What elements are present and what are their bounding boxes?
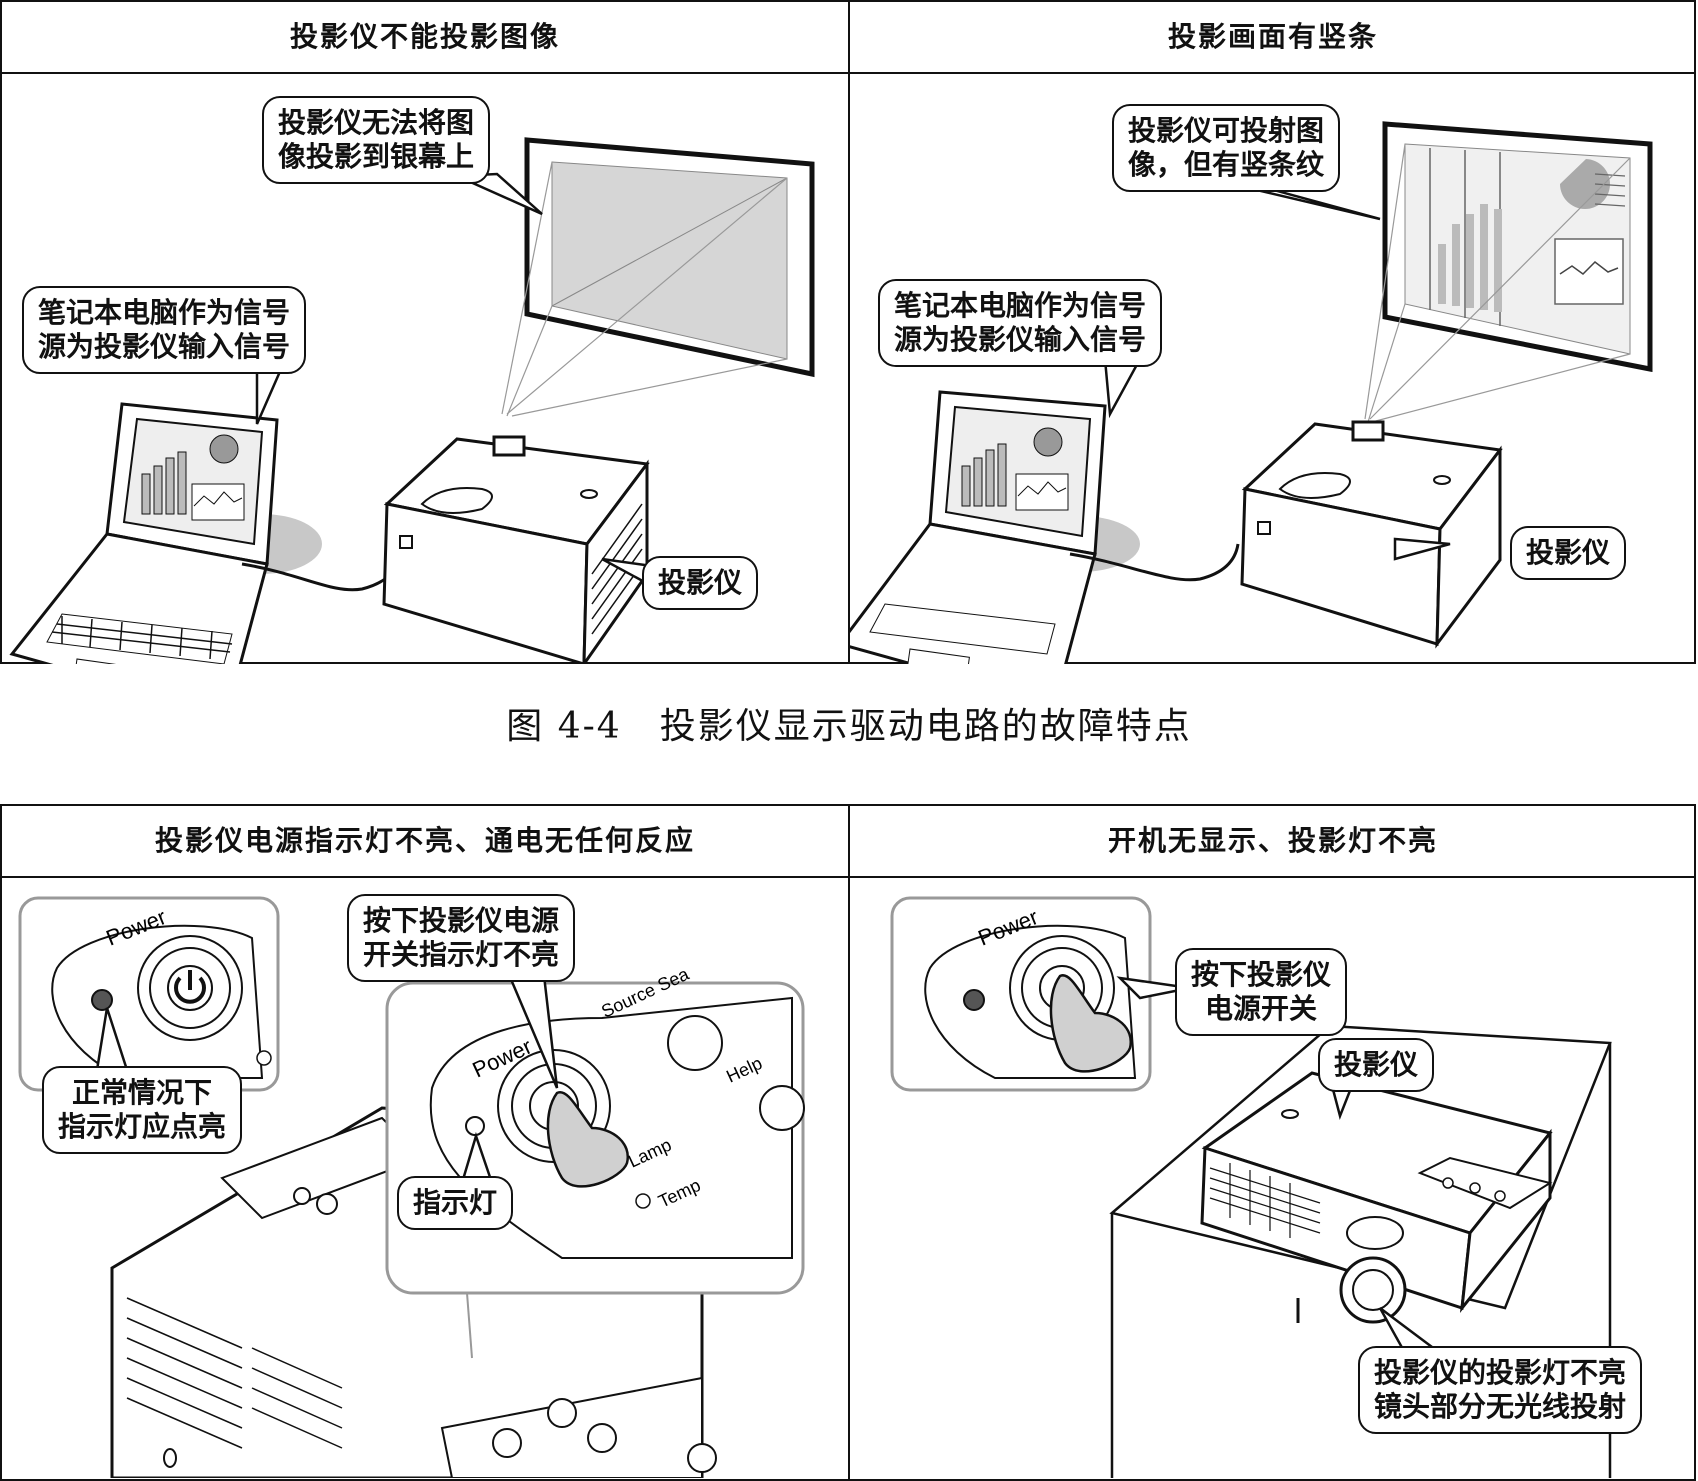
signal-cable-right — [1069, 543, 1240, 582]
striped-screen — [1382, 121, 1653, 373]
bubble-vertical-stripes: 投影仪可投射图 像，但有竖条纹 — [1112, 104, 1341, 192]
bubble-laptop-source-left: 笔记本电脑作为信号 源为投影仪输入信号 — [22, 286, 307, 374]
bottom-right-illustration: Power 按下投影仪 电源开关 投影仪 投影仪的投影灯不亮 镜头部分无光线投射 — [850, 878, 1696, 1479]
projection-rays — [501, 161, 788, 417]
bubble-lamp-off: 投影仪的投影灯不亮 镜头部分无光线投射 — [1358, 1346, 1643, 1434]
projector — [382, 435, 650, 664]
indicator-light-off — [465, 1116, 485, 1136]
power-indicator-drawing: Power Power Source Sea Help Lamp Temp — [18, 896, 805, 1478]
projector-no-image-drawing — [9, 137, 815, 664]
bottom-left-header: 投影仪电源指示灯不亮、通电无任何反应 — [154, 824, 695, 857]
laptop-right — [850, 390, 1107, 664]
pressing-finger-right — [1049, 974, 1133, 1073]
projection-rays-right — [1364, 143, 1631, 423]
bubble-laptop-source-right: 笔记本电脑作为信号 源为投影仪输入信号 — [878, 279, 1163, 367]
bubble-projector-bottom-right: 投影仪 — [1318, 1038, 1435, 1092]
top-right-header: 投影画面有竖条 — [1167, 20, 1378, 53]
bubble-indicator-light: 指示灯 — [397, 1176, 514, 1230]
figure-caption: 图 4-4 投影仪显示驱动电路的故障特点 — [506, 706, 1192, 747]
top-column-divider — [848, 2, 850, 662]
bubble-projector-left: 投影仪 — [642, 556, 759, 610]
projector-on-table — [1200, 1071, 1553, 1324]
top-right-illustration: 投影仪可投射图 像，但有竖条纹 笔记本电脑作为信号 源为投影仪输入信号 投影仪 — [850, 74, 1696, 664]
bubble-press-power-right: 按下投影仪 电源开关 — [1175, 948, 1348, 1036]
laptop — [9, 402, 279, 664]
bubble-no-image: 投影仪无法将图 像投影到银幕上 — [262, 96, 491, 184]
top-left-illustration: 投影仪无法将图 像投影到银幕上 笔记本电脑作为信号 源为投影仪输入信号 投影仪 — [2, 74, 848, 664]
bubble-press-power-no-light: 按下投影仪电源 开关指示灯不亮 — [347, 894, 576, 982]
bottom-figure-table: 投影仪电源指示灯不亮、通电无任何反应 开机无显示、投影灯不亮 — [0, 804, 1696, 1481]
normal-power-inset: Power — [18, 896, 280, 1092]
blank-screen — [524, 137, 815, 378]
bubble-projector-right: 投影仪 — [1510, 526, 1627, 580]
pressing-finger — [546, 1091, 630, 1188]
press-power-inset-right: Power — [890, 896, 1152, 1092]
top-figure-table: 投影仪不能投影图像 投影画面有竖条 — [0, 0, 1696, 664]
bottom-column-divider — [848, 806, 850, 1479]
indicator-light-on — [91, 989, 113, 1011]
top-left-header: 投影仪不能投影图像 — [289, 20, 560, 53]
projector-right — [1240, 420, 1503, 649]
bubble-normal-indicator: 正常情况下 指示灯应点亮 — [42, 1066, 243, 1154]
bottom-left-illustration: Power Power Source Sea Help Lamp Temp — [2, 878, 848, 1479]
bubble-pointers-bottom-left — [95, 956, 559, 1185]
projector-stripes-drawing — [850, 121, 1653, 664]
bottom-right-header: 开机无显示、投影灯不亮 — [1107, 824, 1438, 857]
lamp-off-drawing: Power — [890, 896, 1612, 1478]
